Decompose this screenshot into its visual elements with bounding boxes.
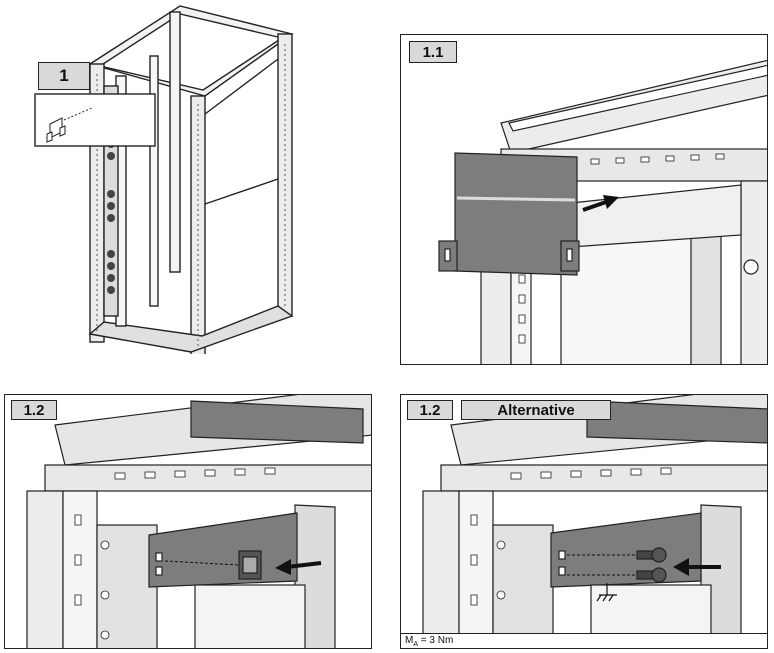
torque-value: = 3 Nm: [418, 635, 453, 646]
step-1-2-alternative-panel: 1.2 Alternative MA = 3 Nm: [400, 394, 768, 649]
torque-spec: MA = 3 Nm: [401, 633, 767, 648]
step-1-1-label: 1.1: [409, 41, 457, 63]
cabinet-drawing: [30, 4, 330, 354]
step-1-2-panel: 1.2: [4, 394, 372, 649]
step-1-2-label: 1.2: [11, 400, 57, 420]
step-1-1-panel: 1.1: [400, 34, 768, 365]
step-1-2-alt-label: 1.2: [407, 400, 453, 420]
step-1-2-drawing: [5, 395, 372, 649]
overview-illustration: 1: [30, 4, 330, 354]
step-1-2-alternative-drawing: [401, 395, 768, 635]
step-1-1-drawing: [401, 35, 768, 365]
alternative-label: Alternative: [461, 400, 611, 420]
step-1-label: 1: [38, 62, 90, 90]
